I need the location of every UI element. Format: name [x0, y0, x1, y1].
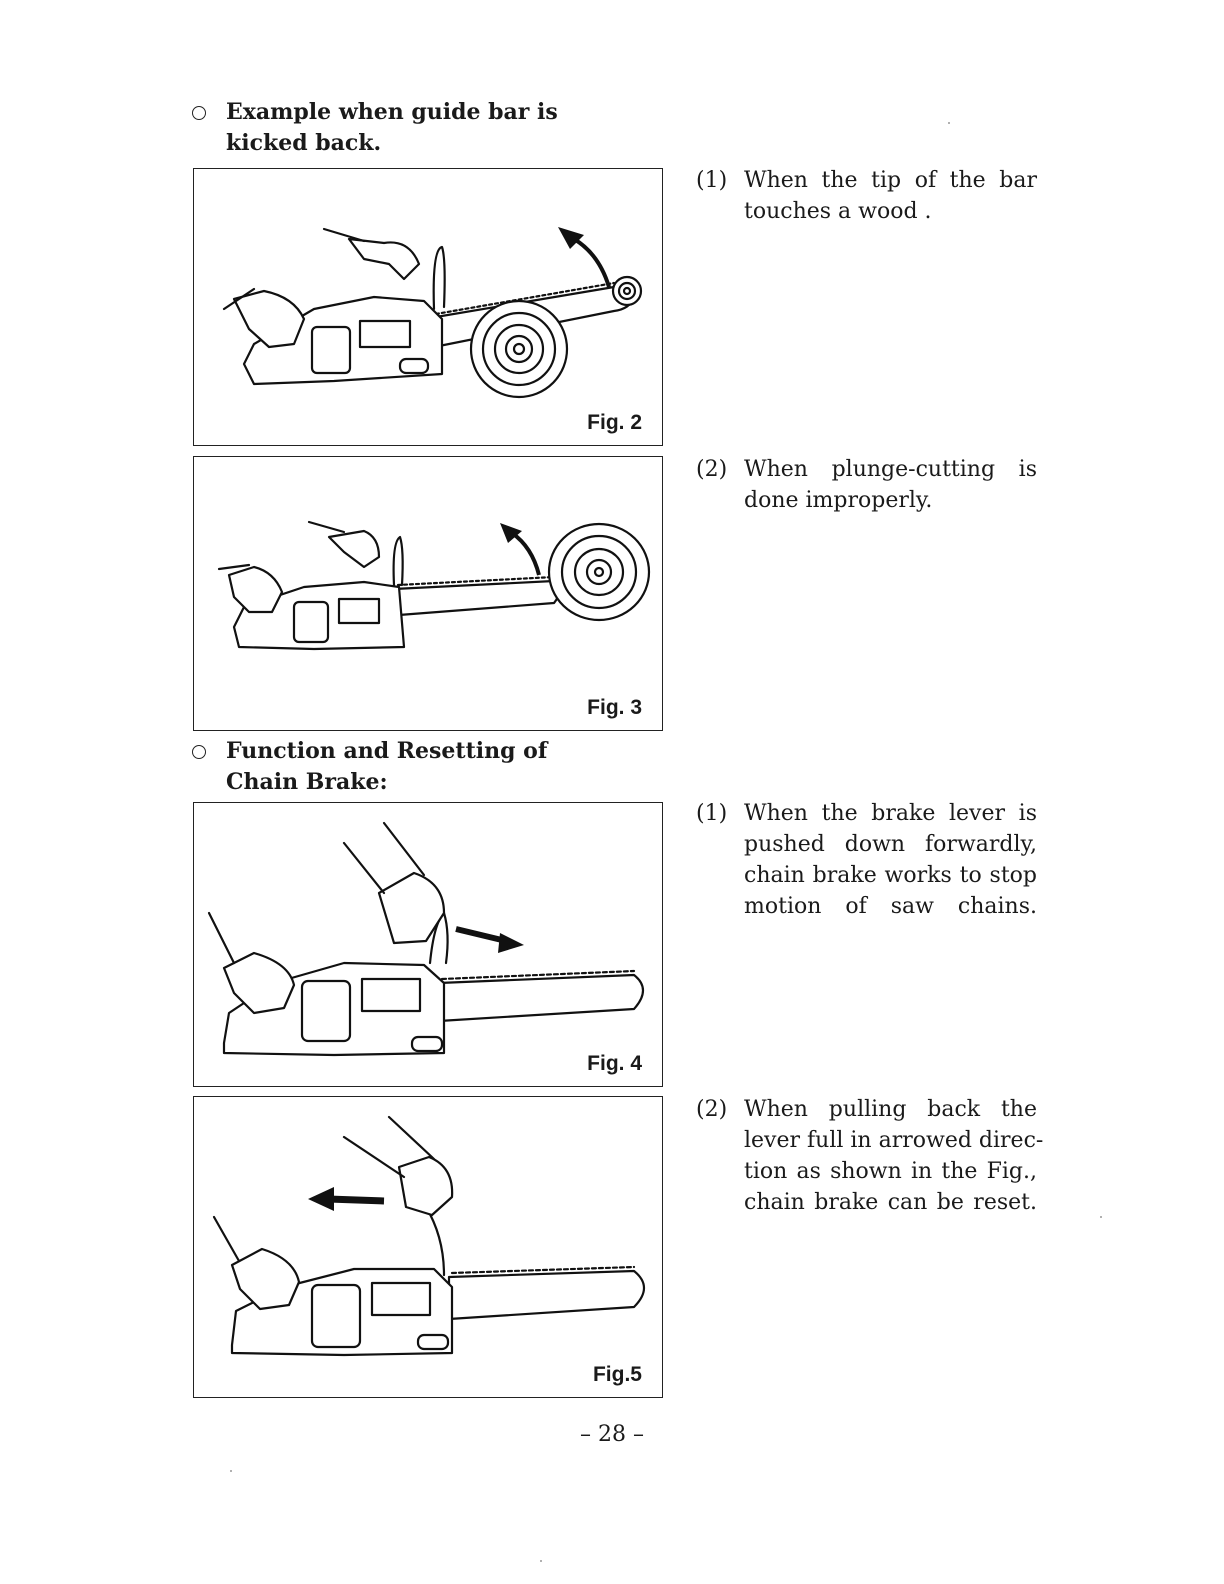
note-number: (1) [696, 168, 728, 193]
heading-line: kicked back. [226, 130, 382, 156]
heading-line: Chain Brake: [226, 769, 388, 795]
note-line: pushed down forwardly, [744, 832, 1037, 857]
figure-label: Fig. 3 [587, 696, 642, 719]
figure-2: Fig. 2 [193, 168, 663, 446]
figure-4: Fig. 4 [193, 802, 663, 1087]
figure-label: Fig.5 [592, 1363, 642, 1386]
scan-speck [948, 122, 950, 124]
bullet-circle-icon [192, 106, 206, 120]
note-line: done improperly. [744, 488, 933, 513]
scan-speck [230, 1470, 232, 1472]
note-line: When pulling back the [744, 1097, 1037, 1122]
figure-label: Fig. 2 [587, 411, 642, 434]
scan-speck [1100, 1216, 1102, 1218]
note-line: chain brake works to stop [744, 863, 1037, 888]
figure-5: Fig.5 [193, 1096, 663, 1398]
heading-line: Function and Resetting of [226, 738, 548, 764]
note-number: (2) [696, 457, 728, 482]
page-number: – 28 – [580, 1422, 644, 1447]
chainsaw-plunge-cut-illustration [217, 520, 651, 651]
heading-line: Example when guide bar is [226, 99, 558, 125]
bullet-circle-icon [192, 745, 206, 759]
scan-speck [540, 1560, 542, 1562]
note-line: tion as shown in the Fig., [744, 1159, 1037, 1184]
note-number: (2) [696, 1097, 728, 1122]
note-line: chain brake can be reset. [744, 1190, 1037, 1215]
figure-label: Fig. 4 [587, 1052, 642, 1075]
figure-3: Fig. 3 [193, 456, 663, 731]
note-line: When plunge-cutting is [744, 457, 1037, 482]
note-line: touches a wood . [744, 199, 932, 224]
note-line: motion of saw chains. [744, 894, 1037, 919]
chain-brake-engaged-illustration [207, 821, 645, 1057]
note-line: When the brake lever is [744, 801, 1037, 826]
chain-brake-reset-illustration [212, 1115, 646, 1357]
note-number: (1) [696, 801, 728, 826]
chainsaw-kickback-tip-illustration [222, 227, 643, 399]
note-line: lever full in arrowed direc- [744, 1128, 1044, 1153]
note-line: When the tip of the bar [744, 168, 1037, 193]
